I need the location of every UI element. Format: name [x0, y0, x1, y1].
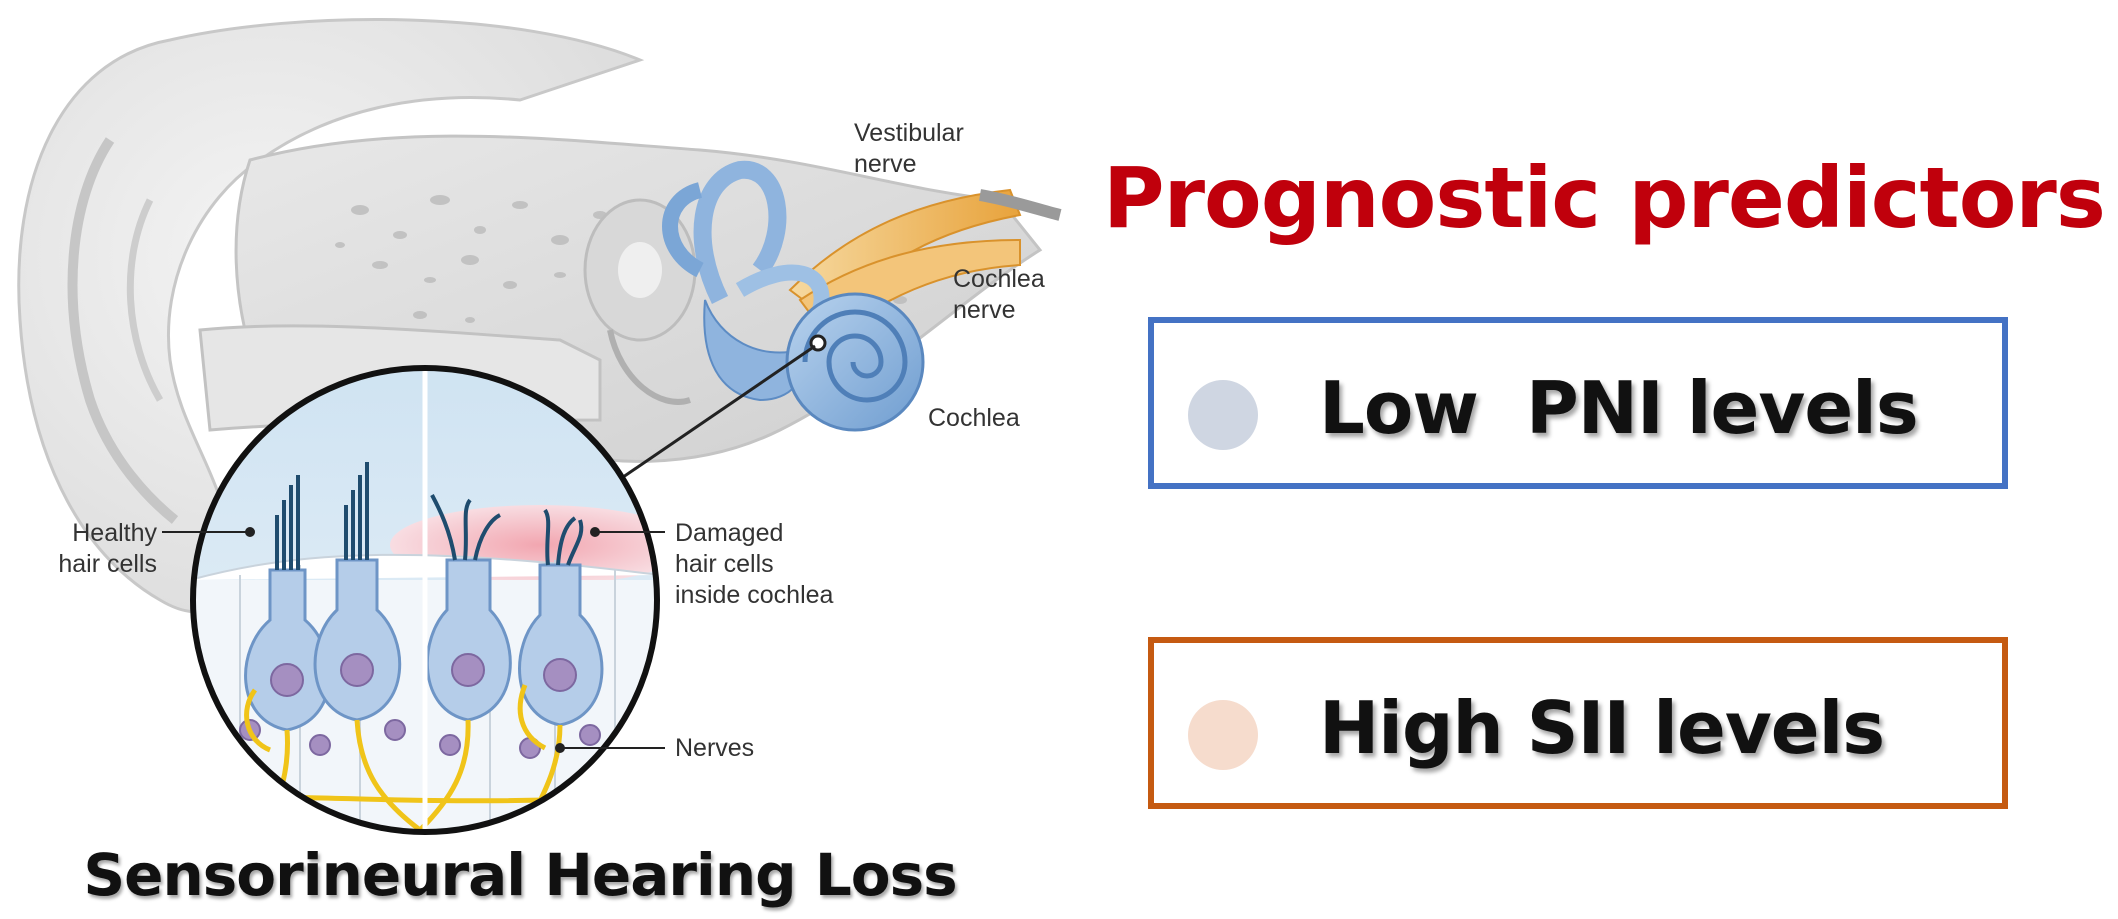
predictor-box-sii: High SII levels — [1148, 637, 2008, 809]
panel-title: Prognostic predictors — [1103, 149, 2106, 247]
label-leaders — [162, 527, 665, 753]
predictor-box-pni: Low PNI levels — [1148, 317, 2008, 489]
predictor-label: Low PNI levels — [1319, 366, 1919, 450]
predictor-label: High SII levels — [1319, 686, 1885, 770]
cochlea-label: Cochlea — [928, 404, 1020, 432]
damaged-hair-cells-label: Damaged hair cells inside cochlea — [675, 519, 834, 609]
predictor-bullet-icon — [1188, 380, 1258, 450]
magnifier-connector — [609, 344, 816, 488]
nerves-label: Nerves — [675, 734, 755, 762]
cochlea-nerve-label: Cochlea nerve — [953, 265, 1045, 324]
diagram-title: Sensorineural Hearing Loss — [83, 841, 957, 909]
outer-ear — [17, 18, 645, 614]
healthy-hair-cells-label: Healthy hair cells — [58, 519, 157, 578]
ear-anatomy-illustration — [17, 18, 1062, 835]
inner-ear — [662, 160, 925, 432]
predictor-bullet-icon — [1188, 700, 1258, 770]
vestibular-nerve-label: Vestibular nerve — [854, 119, 964, 178]
